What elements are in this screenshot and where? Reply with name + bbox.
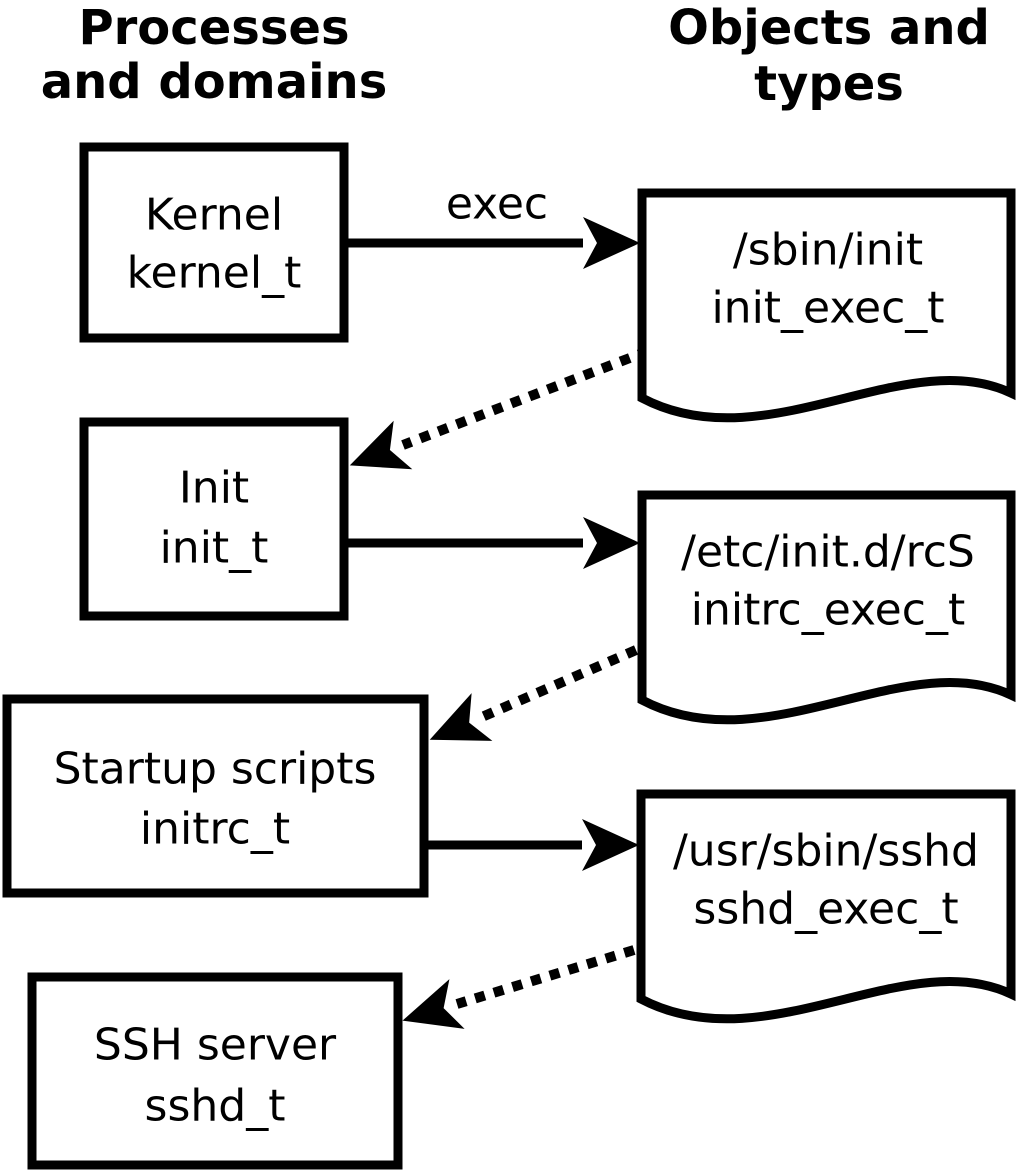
process-domain-type: initrc_t [140,804,290,855]
transition-arrow-shaft [429,645,638,741]
process-box-rect [79,142,349,343]
process-box-kernel: Kernel kernel_t [79,142,349,343]
process-label: Kernel [145,190,283,241]
objects-header-line1: Objects and [668,0,990,56]
exec-arrow-kernel-to-sbin-init: exec [346,179,640,269]
object-type: init_exec_t [711,283,944,334]
transition-arrow-sbin-init-to-init [349,346,650,470]
transition-arrow-shaft [349,346,650,470]
column-header-processes: Processes and domains [41,0,388,110]
process-label: Startup scripts [54,744,377,795]
objects-header-line2: types [754,56,904,112]
transition-arrow-shaft [402,945,636,1029]
processes-header-line2: and domains [41,54,388,110]
document-shape [637,188,1016,423]
exec-arrow-label: exec [446,179,548,230]
column-header-objects: Objects and types [668,0,990,112]
object-path: /sbin/init [733,225,923,276]
process-domain-type: sshd_t [145,1081,286,1132]
object-path: /etc/init.d/rcS [681,527,975,578]
object-type: sshd_exec_t [693,884,958,935]
document-shape [637,490,1016,725]
process-box-init: Init init_t [79,417,349,621]
process-box-rect [2,694,429,898]
process-domain-type: init_t [160,523,269,574]
document-shape [636,789,1016,1024]
process-box-rect [79,417,349,621]
object-doc-etc-initd-rcS: /etc/init.d/rcS initrc_exec_t [637,490,1016,725]
process-box-startup-scripts: Startup scripts initrc_t [2,694,429,898]
process-box-ssh-server: SSH server sshd_t [27,972,403,1170]
transition-arrow-sshd-exec-to-sshd [402,945,636,1029]
object-type: initrc_exec_t [691,585,965,636]
processes-header-line1: Processes [78,0,349,56]
object-doc-usr-sbin-sshd: /usr/sbin/sshd sshd_exec_t [636,789,1016,1024]
object-path: /usr/sbin/sshd [673,826,979,877]
process-label: Init [179,463,249,514]
object-doc-sbin-init: /sbin/init init_exec_t [637,188,1016,423]
process-label: SSH server [94,1020,337,1071]
transition-arrow-rcS-to-initrc [429,645,638,741]
process-box-rect [27,972,403,1170]
process-domain-type: kernel_t [127,248,302,299]
